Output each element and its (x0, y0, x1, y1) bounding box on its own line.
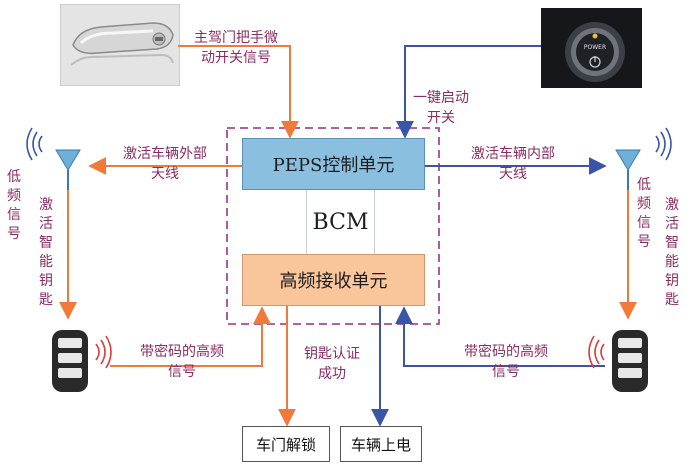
left-key-fob-icon (52, 330, 88, 392)
door-unlock-box: 车门解锁 (242, 426, 330, 462)
vehicle-power-on-box: 车辆上电 (340, 426, 422, 462)
right-antenna-signal-icon (655, 127, 672, 161)
left-hf-arrow (110, 306, 271, 367)
door-handle-photo (60, 4, 180, 86)
unlock-label: 车门解锁 (255, 435, 316, 454)
right-fob-signal-icon (588, 335, 605, 369)
bcm-boundary (226, 127, 440, 325)
start-switch-arrow (396, 45, 541, 139)
door-switch-arrow (178, 45, 299, 139)
one-key-start-label: 一键启动开关 (413, 90, 469, 126)
hf-receiver-unit: 高频接收单元 (242, 254, 425, 306)
right-key-fob-icon (612, 330, 648, 392)
activate-inner-antenna-label: 激活车辆内部天线 (471, 146, 555, 182)
left-activate-key-label: 激活智能钥匙 (39, 197, 53, 308)
left-lf-signal-label: 低频信号 (7, 169, 21, 242)
peps-label: PEPS控制单元 (272, 155, 395, 176)
right-lf-signal-label: 低频信号 (637, 177, 651, 250)
activate-outer-antenna-label: 激活车辆外部天线 (123, 146, 207, 182)
peps-control-unit: PEPS控制单元 (242, 138, 425, 190)
right-activate-key-label: 激活智能钥匙 (665, 197, 679, 308)
power-button-icon (541, 8, 642, 88)
power-button-photo: POWER (541, 8, 642, 88)
right-hf-label: 带密码的高频信号 (464, 344, 548, 380)
bcm-label: BCM (312, 209, 369, 235)
left-fob-signal-icon (95, 335, 112, 369)
door-handle-icon (61, 5, 179, 85)
left-antenna-signal-icon (26, 127, 43, 161)
power-on-label: 车辆上电 (350, 435, 411, 454)
right-antenna-icon (615, 149, 641, 190)
left-antenna-icon (55, 149, 81, 190)
right-hf-arrow (395, 306, 605, 367)
door-switch-label: 主驾门把手微动开关信号 (194, 30, 278, 66)
power-label: POWER (583, 44, 607, 51)
receiver-label: 高频接收单元 (279, 271, 388, 292)
bcm-block: BCM (306, 190, 375, 254)
key-auth-success-label: 钥匙认证成功 (304, 346, 360, 382)
left-hf-label: 带密码的高频信号 (140, 344, 224, 380)
